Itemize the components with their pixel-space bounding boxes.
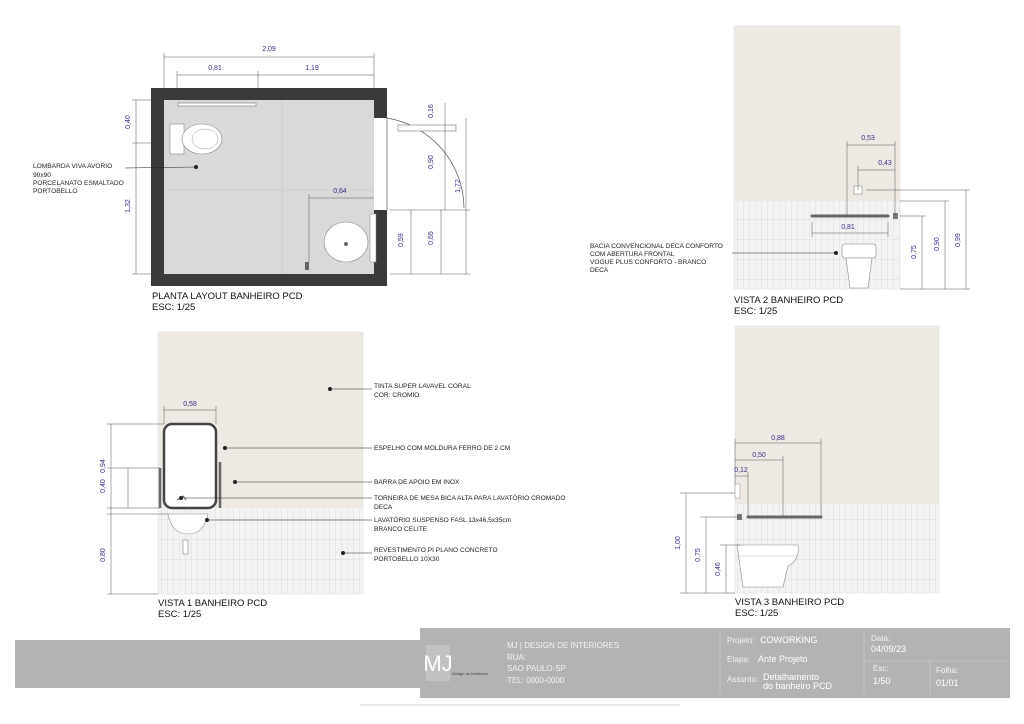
dim-v2-081: 0,81 xyxy=(841,224,855,231)
v1-note-faucet-2: DECA xyxy=(374,504,393,511)
vista2-view: 0,53 0,43 0,81 0,75 0,90 0,99 BACIA CONV… xyxy=(590,25,970,317)
tb-esc-value: 1/50 xyxy=(873,676,891,686)
dim-plan-v-bottom: 1,32 xyxy=(125,199,132,213)
dim-plan-right: 1,19 xyxy=(305,65,319,72)
dim-v1-080: 0,80 xyxy=(100,548,107,562)
plan-scale: ESC: 1/25 xyxy=(152,302,195,313)
dim-v2-075: 0,75 xyxy=(911,245,918,259)
dim-v2-053: 0,53 xyxy=(861,135,875,142)
v2-note-2: COM ABERTURA FRONTAL xyxy=(590,251,675,258)
vista1-view: 0,58 0,94 0,40 0,80 TINTA SUPER LAVAVEL … xyxy=(100,331,566,620)
dim-plan-door-total: 1,72 xyxy=(455,179,462,193)
tb-projeto-label: Projeto: xyxy=(727,636,755,645)
vista3-toilet xyxy=(736,544,799,588)
tb-folha-value: 01/01 xyxy=(936,678,959,688)
dim-v3-075: 0,75 xyxy=(695,548,702,562)
v1-note-faucet-1: TORNEIRA DE MESA BICA ALTA PARA LAVATÓRI… xyxy=(374,493,566,502)
vista3-title: VISTA 3 BANHEIRO PCD xyxy=(735,597,844,608)
tb-etapa-label: Etapa: xyxy=(727,655,750,664)
v1-note-sink-2: BRANCO CELITE xyxy=(374,526,428,533)
tb-data-value: 04/09/23 xyxy=(871,644,906,654)
dim-v2-043: 0,43 xyxy=(878,160,892,167)
dim-plan-sink-width: 0,64 xyxy=(333,188,347,195)
tb-assunto-value-1: Detalhamento xyxy=(763,672,819,682)
vista1-mirror xyxy=(162,422,218,510)
dim-v3-050: 0,50 xyxy=(752,452,766,459)
v2-note-1: BACIA CONVENCIONAL DECA CONFORTO xyxy=(590,243,723,250)
dim-plan-sink-h1: 0,59 xyxy=(398,233,405,247)
tb-city: SAO PAULO-SP xyxy=(507,664,566,673)
v1-note-paint-2: COR: CROMIO xyxy=(374,392,419,399)
dim-v1-040: 0,40 xyxy=(100,479,107,493)
vista3-scale: ESC: 1/25 xyxy=(735,608,778,619)
tb-assunto-label: Assunto: xyxy=(727,675,758,684)
plan-title: PLANTA LAYOUT BANHEIRO PCD xyxy=(152,291,303,302)
dim-plan-sink-h2: 0,65 xyxy=(428,231,435,245)
dim-v1-094: 0,94 xyxy=(100,459,107,473)
title-block: MJ Design de Interiores MJ | DESIGN DE I… xyxy=(15,628,1010,706)
tb-esc-label: Esc: xyxy=(873,664,889,673)
v1-note-mirror: ESPELHO COM MOLDURA FERRO DE 2 CM xyxy=(374,445,510,452)
v2-note-3: VOGUE PLUS CONFORTO - BRANCO xyxy=(590,259,706,266)
plan-note-3: PORCELANATO ESMALTADO xyxy=(33,180,124,187)
dim-plan-door-top: 0,16 xyxy=(428,104,435,118)
tb-assunto-value-2: do banheiro PCD xyxy=(763,681,833,691)
dim-v1-058: 0,58 xyxy=(183,401,197,408)
vista1-scale: ESC: 1/25 xyxy=(158,609,201,620)
tb-data-label: Data: xyxy=(871,634,890,643)
plan-note-1: LOMBARDA VIVA AVORIO xyxy=(33,163,112,170)
dim-plan-v-top: 0,40 xyxy=(125,115,132,129)
tb-company: MJ | DESIGN DE INTERIORES xyxy=(507,641,619,650)
tb-etapa-value: Ante Projeto xyxy=(758,654,808,664)
vista1-title: VISTA 1 BANHEIRO PCD xyxy=(158,598,267,609)
logo-subtitle: Design de Interiores xyxy=(452,671,488,676)
plan-sink xyxy=(323,213,377,263)
v1-note-bar: BARRA DE APOIO EM INOX xyxy=(374,479,460,486)
vista2-scale: ESC: 1/25 xyxy=(734,306,777,317)
dim-v2-099: 0,99 xyxy=(955,233,962,247)
dim-v3-012: 0,12 xyxy=(734,467,748,474)
v2-note-4: DECA xyxy=(590,267,609,274)
vista3-view: 0,88 0,50 0,12 1,00 0,75 0,46 VISTA 3 BA… xyxy=(675,325,940,619)
v1-note-sink-1: LAVATÓRIO SUSPENSO FASL 13x46,5x35cm xyxy=(374,515,512,524)
vista2-toilet xyxy=(841,243,877,289)
v1-note-paint-1: TINTA SUPER LAVAVEL CORAL xyxy=(374,383,471,390)
tb-folha-label: Folha: xyxy=(936,666,958,675)
dim-v3-046: 0,46 xyxy=(715,562,722,576)
vista2-title: VISTA 2 BANHEIRO PCD xyxy=(734,295,843,306)
dim-plan-total: 2,09 xyxy=(262,46,276,53)
dim-v2-090: 0,90 xyxy=(934,237,941,251)
tb-tel: TEL: 0000-0000 xyxy=(507,676,565,685)
plan-toilet xyxy=(169,123,223,155)
v1-note-tile-1: REVESTIMENTO PI PLANO CONCRETO xyxy=(374,547,498,554)
v1-note-tile-2: PORTOBELLO 10X30 xyxy=(374,556,440,563)
plan-note-4: PORTOBELLO xyxy=(33,188,77,195)
tb-rua: RUA: xyxy=(507,653,526,662)
plan-view: 2,09 0,81 1,19 0,40 1,32 0,16 0,90 1,72 … xyxy=(33,46,470,313)
plan-note-2: 90x90 xyxy=(33,172,51,179)
dim-plan-left: 0,81 xyxy=(208,65,222,72)
svg-text:MJ: MJ xyxy=(423,651,452,676)
dim-v3-088: 0,88 xyxy=(771,435,785,442)
company-logo: MJ Design de Interiores xyxy=(423,645,488,681)
tb-projeto-value: COWORKING xyxy=(760,635,818,645)
dim-v3-100: 1,00 xyxy=(675,536,682,550)
dim-plan-door-mid: 0,90 xyxy=(428,155,435,169)
